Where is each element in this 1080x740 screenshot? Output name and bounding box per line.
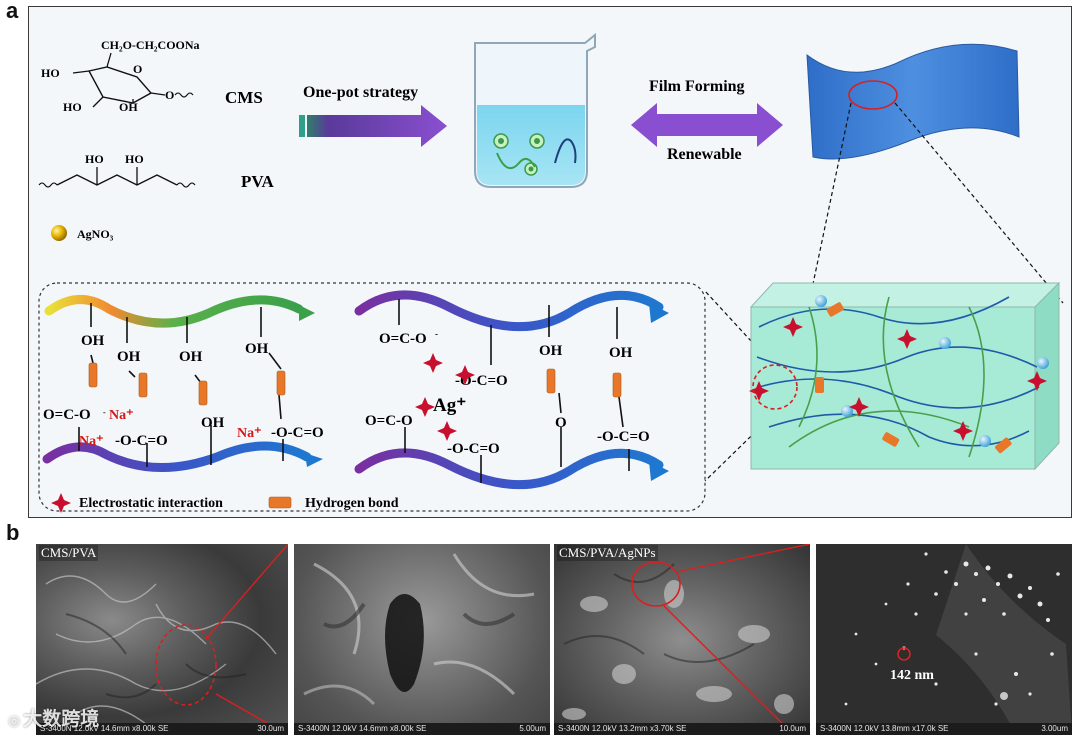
- cms-ho-1: HO: [41, 66, 60, 80]
- one-pot-arrow: [299, 105, 447, 147]
- film-icon: [806, 43, 1020, 160]
- interaction-box: [38, 282, 706, 512]
- sem-image-cms-pva-zoom: S-3400N 12.0kV 14.6mm x8.00k SE 5.00um: [294, 544, 550, 735]
- svg-text:-: -: [103, 408, 106, 417]
- particle-size-annotation: 142 nm: [890, 668, 934, 683]
- right-carboxyl-top: O=C-O: [379, 331, 427, 347]
- scheme-panel: CH₂O-CH₂COONa O O HO HO OH CMS HO HO PVA…: [28, 6, 1072, 518]
- renewable-label: Renewable: [667, 146, 742, 163]
- cms-ho-2: HO: [63, 100, 82, 114]
- left-na-2: Na⁺: [79, 434, 104, 449]
- left-oh-4: OH: [245, 341, 269, 357]
- agno3-ball-icon: [51, 225, 67, 241]
- right-carboxyl-bottom: -O-C=O: [447, 441, 500, 457]
- pva-ho-2: HO: [125, 152, 144, 166]
- agno3-label: AgNO₃: [77, 227, 114, 241]
- panel-letter-a: a: [6, 0, 19, 23]
- cms-glycosidic-o: O: [165, 88, 174, 102]
- left-interaction-diagram: OH OH OH OH OH O=C-O - Na⁺ Na⁺ -O-C=O Na…: [42, 295, 324, 472]
- legend-electrostatic: Electrostatic interaction: [79, 496, 223, 511]
- cms-oh: OH: [119, 100, 138, 114]
- left-oh-3: OH: [179, 349, 203, 365]
- network-box: [749, 281, 1061, 471]
- right-minus-top: -: [435, 329, 438, 339]
- cms-formula-top: CH₂O-CH₂COONa: [101, 38, 200, 52]
- left-carboxyl-c: -O-C=O: [271, 425, 324, 441]
- watermark-text: 大数跨境: [23, 708, 100, 730]
- right-interaction-diagram: O=C-O - -O-C=O Ag⁺ O=C-O -O-C=O OH OH O …: [354, 290, 669, 490]
- pva-ho-1: HO: [85, 152, 104, 166]
- film-forming-label: Film Forming: [649, 78, 745, 95]
- right-oh-2: OH: [609, 345, 633, 361]
- legend: Electrostatic interaction Hydrogen bond: [51, 493, 399, 513]
- scheme-svg: CH₂O-CH₂COONa O O HO HO OH CMS HO HO PVA…: [38, 32, 1064, 513]
- star-legend-icon: [51, 493, 71, 513]
- left-carboxyl-b: -O-C=O: [115, 433, 168, 449]
- sem-scale-4: 3.00um: [1041, 724, 1068, 733]
- right-carboxyl-right: -O-C=O: [597, 429, 650, 445]
- pva-label: PVA: [241, 172, 274, 191]
- hbond-legend-icon: [268, 496, 292, 509]
- watermark-logo-icon: ◎: [8, 713, 21, 729]
- left-na-3: Na⁺: [237, 426, 262, 441]
- right-oh-1: OH: [539, 343, 563, 359]
- left-na-1: Na⁺: [109, 408, 134, 423]
- cms-label: CMS: [225, 88, 263, 107]
- left-oh-2: OH: [117, 349, 141, 365]
- sem-footer-1: S-3400N 12.0kV 14.6mm x8.00k SE: [36, 723, 288, 735]
- sem-footer-4: S-3400N 12.0kV 13.8mm x17.0k SE: [816, 723, 1072, 735]
- panel-letter-b: b: [6, 520, 20, 545]
- right-ag-ion: Ag⁺: [433, 395, 466, 416]
- sem-label-cms-pva-agnps: CMS/PVA/AgNPs: [557, 545, 658, 561]
- sem-footer-2: S-3400N 12.0kV 14.6mm x8.00k SE: [294, 723, 550, 735]
- one-pot-label: One-pot strategy: [303, 84, 418, 101]
- sem-scale-1: 30.0um: [257, 724, 284, 733]
- left-oh-1: OH: [81, 333, 105, 349]
- sem-scale-2: 5.00um: [519, 724, 546, 733]
- watermark: ◎大数跨境: [8, 704, 99, 731]
- cms-ring-o: O: [133, 62, 142, 76]
- sem-image-agnps-zoom: 142 nm S-3400N 12.0kV 13.8mm x17.0k SE 3…: [816, 544, 1072, 735]
- film-zoom-circle: [848, 80, 898, 110]
- right-o-link: O: [555, 415, 567, 431]
- cms-structure: CH₂O-CH₂COONa O O HO HO OH CMS: [41, 38, 263, 114]
- sem-image-cms-pva: CMS/PVA S-3400N 12.0kV 14.6mm x8.00k SE …: [36, 544, 288, 735]
- beaker-icon: [474, 32, 596, 188]
- sem-scale-3: 10.0um: [779, 724, 806, 733]
- pva-structure: HO HO PVA: [38, 152, 274, 191]
- sem-footer-3: S-3400N 12.0kV 13.2mm x3.70k SE: [554, 723, 810, 735]
- sem-image-cms-pva-agnps: CMS/PVA/AgNPs S-3400N 12.0kV 13.2mm x3.7…: [554, 544, 810, 735]
- left-carboxyl-a: O=C-O: [43, 407, 91, 423]
- right-carboxyl-left: O=C-O: [365, 413, 413, 429]
- sem-label-cms-pva: CMS/PVA: [39, 545, 99, 561]
- double-arrow: [631, 103, 783, 147]
- legend-hbond: Hydrogen bond: [305, 496, 399, 511]
- left-oh-5: OH: [201, 415, 225, 431]
